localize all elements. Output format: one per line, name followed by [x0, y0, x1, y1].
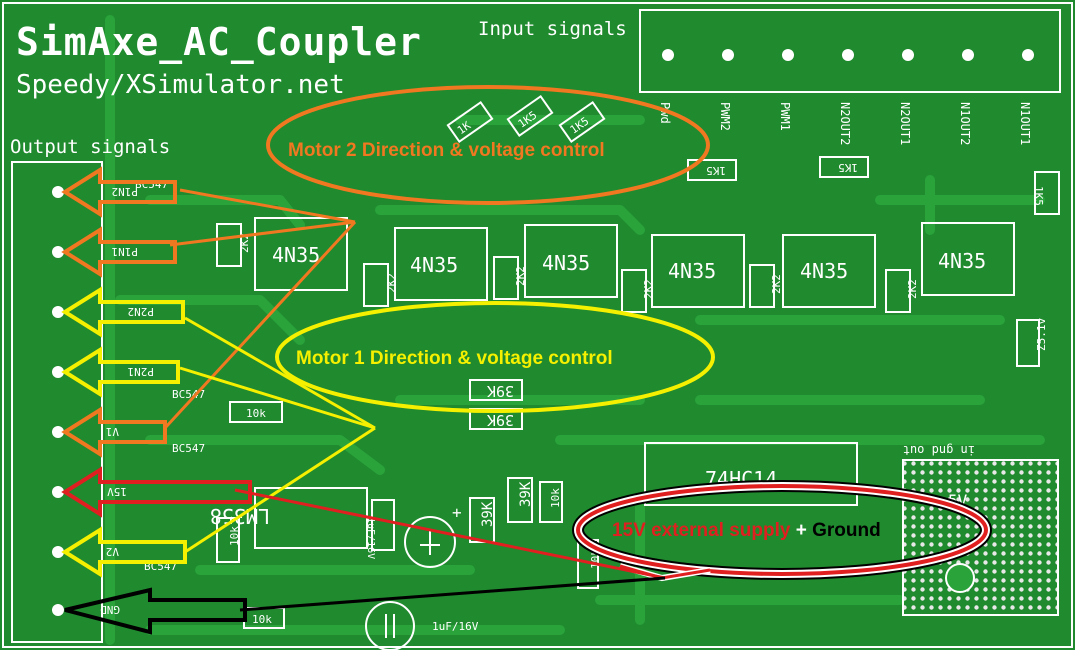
zener-label: Z5.1v	[1035, 318, 1048, 351]
board-subtitle: Speedy/XSimulator.net	[16, 70, 345, 100]
arrow-p2n1	[61, 346, 180, 398]
arrow-p1n2	[61, 166, 177, 218]
resistor-label: 1K5	[706, 164, 726, 177]
resistor-label: 2K2	[906, 279, 919, 299]
input-pads	[662, 49, 1034, 61]
optocoupler-2: 4N35	[394, 227, 488, 301]
resistor-label: 10k	[228, 526, 241, 546]
board-title: SimAxe_AC_Coupler	[16, 20, 422, 64]
resistor-label: 2K2	[770, 274, 783, 294]
ground-label: Ground	[812, 520, 881, 541]
motor1-annotation: Motor 1 Direction & voltage control	[296, 348, 613, 369]
output-pin-label: GND	[100, 603, 120, 616]
transistor-label: BC547	[172, 442, 205, 455]
supply-annotation: 15V external supply + Ground	[612, 520, 881, 541]
resistor-label: 39K	[518, 481, 534, 507]
motor2-pointer-lines	[163, 188, 357, 430]
optocoupler-1: 4N35	[254, 217, 348, 291]
output-pin-label: P1N1	[112, 245, 139, 258]
capacitor-label: 1uF/16V	[432, 620, 479, 633]
output-pin-label: P1N2	[112, 185, 139, 198]
resistor-label: 1K5	[1032, 186, 1045, 206]
optocoupler-3: 4N35	[524, 224, 618, 298]
motor2-annotation: Motor 2 Direction & voltage control	[288, 140, 605, 161]
chip-label: 4N35	[542, 251, 590, 275]
resistor-label: 10k	[549, 488, 562, 508]
regulator-pin-label: in gnd out	[903, 443, 975, 457]
output-signals-label: Output signals	[10, 136, 171, 158]
input-connector-outline	[639, 9, 1061, 93]
arrow-p1n1	[61, 226, 177, 278]
resistor-label: 2K2	[514, 266, 527, 286]
input-pin-label: N1OUT2	[958, 102, 972, 145]
arrow-gnd	[64, 587, 247, 635]
arrow-v1	[61, 406, 167, 458]
capacitor-bottom: 1uF/16V	[365, 601, 479, 650]
resistor-label: 1K5	[838, 161, 858, 174]
output-pin-label: V1	[106, 425, 119, 438]
output-pads	[52, 186, 64, 616]
ground-pointer-line	[239, 576, 666, 612]
output-pin-label: V2	[106, 545, 119, 558]
resistor-label: 39K	[480, 501, 496, 527]
supply-plus: +	[790, 520, 812, 541]
supply-pointer-line	[234, 488, 666, 580]
motor1-ellipse	[275, 301, 715, 413]
transistor-label: BC547	[135, 178, 168, 191]
chip-label: 4N35	[800, 259, 848, 283]
motor2-ellipse	[266, 85, 710, 205]
chip-label: 4N35	[668, 259, 716, 283]
optocoupler-5: 4N35	[782, 234, 876, 308]
arrow-p2n2	[61, 286, 185, 338]
arrow-v2	[61, 526, 187, 578]
resistor-label: 2K2	[642, 279, 655, 299]
svg-text:+: +	[452, 503, 462, 522]
resistor-label: 10k	[252, 613, 272, 626]
resistor-label: 39K	[487, 382, 514, 400]
transistor-label: BC547	[172, 388, 205, 401]
input-pin-label: N2OUT1	[898, 102, 912, 145]
chip-label: 4N35	[938, 249, 986, 273]
capacitor-label: 1uF/16V	[365, 517, 376, 559]
supply-label: 15V external supply	[612, 520, 791, 541]
resistor-label: 10k	[246, 407, 266, 420]
resistor-label: 2K2	[385, 273, 398, 293]
input-pin-label: N1OUT1	[1018, 102, 1032, 145]
resistor-label: 2K2	[238, 233, 251, 253]
output-connector-outline	[11, 161, 103, 643]
chip-label: 4N35	[410, 253, 458, 277]
output-pin-label: P2N1	[128, 365, 155, 378]
optocoupler-4: 4N35	[651, 234, 745, 308]
input-pin-label: PWM1	[778, 102, 792, 131]
input-pin-label: PWM2	[718, 102, 732, 131]
optocoupler-6: 4N35	[921, 222, 1015, 296]
motor1-pointer-lines	[179, 316, 376, 554]
chip-label: 4N35	[272, 243, 320, 267]
arrow-15v	[61, 466, 252, 518]
output-pin-label: 15V	[107, 485, 127, 498]
input-pin-label: N2OUT2	[838, 102, 852, 145]
output-pin-label: P2N2	[128, 305, 155, 318]
capacitor-electrolytic: +	[404, 503, 462, 568]
resistor-label: 39K	[487, 411, 514, 429]
input-signals-label: Input signals	[478, 18, 627, 40]
